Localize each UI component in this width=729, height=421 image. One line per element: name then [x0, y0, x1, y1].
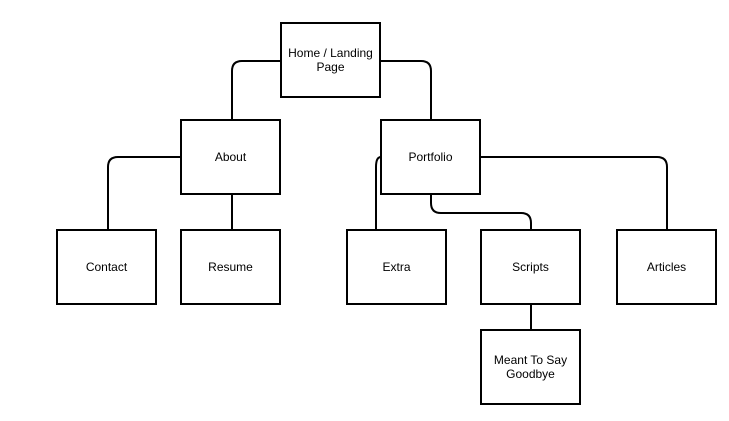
node-contact: Contact — [56, 229, 157, 305]
node-extra: Extra — [346, 229, 447, 305]
connector-about-contact — [107, 156, 181, 230]
connector-portfolio-scripts — [430, 195, 532, 230]
node-portfolio: Portfolio — [380, 119, 481, 195]
node-home-landing-page: Home / Landing Page — [280, 22, 381, 98]
node-resume: Resume — [180, 229, 281, 305]
connector-home-about — [231, 60, 281, 120]
node-meant-to-say-goodbye: Meant To Say Goodbye — [480, 329, 581, 405]
connector-portfolio-articles — [481, 156, 668, 230]
node-about: About — [180, 119, 281, 195]
node-scripts: Scripts — [480, 229, 581, 305]
node-articles: Articles — [616, 229, 717, 305]
connector-home-portfolio — [381, 60, 432, 120]
